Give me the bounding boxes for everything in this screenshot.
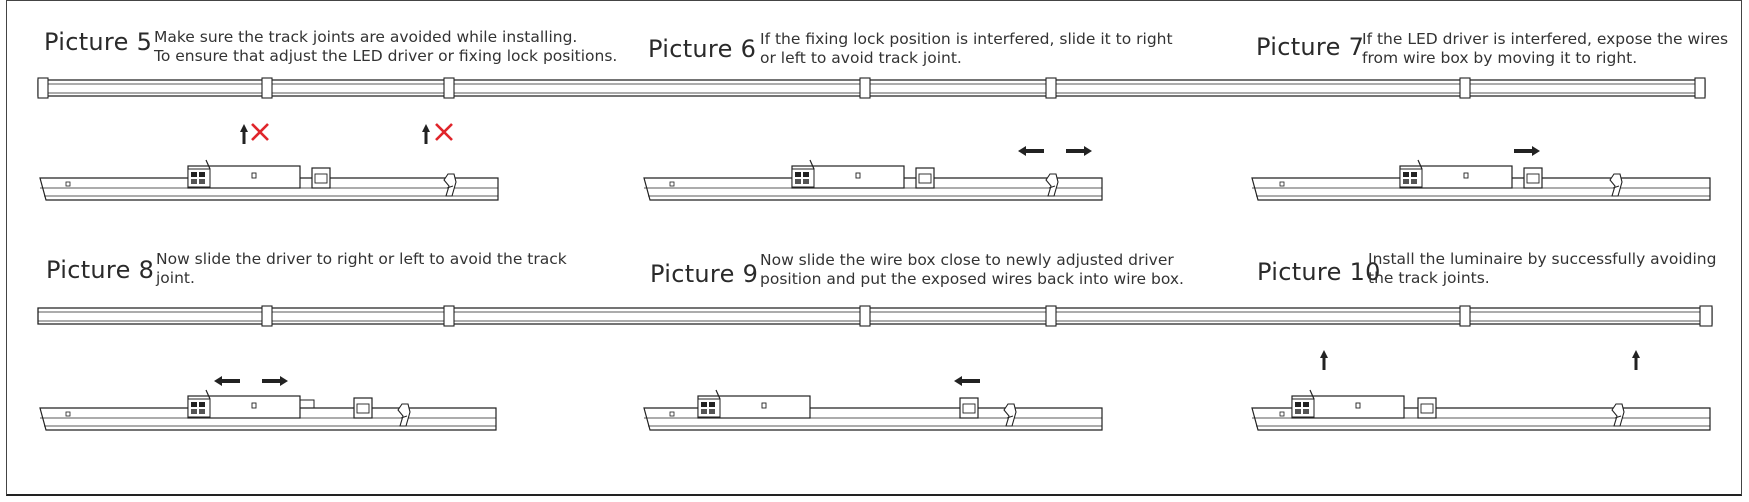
picture-7-desc-line2: from wire box by moving it to right. xyxy=(1362,49,1638,67)
track-row-2 xyxy=(37,305,1713,327)
picture-5-desc-line2: To ensure that adjust the LED driver or … xyxy=(154,47,618,65)
picture-7-luminaire xyxy=(1251,159,1711,201)
up-arrow-icon xyxy=(422,124,430,144)
track-row-1 xyxy=(37,77,1706,99)
cross-icon xyxy=(250,122,270,142)
picture-10-luminaire xyxy=(1251,389,1711,431)
picture-7-label: Picture 7 xyxy=(1256,33,1365,61)
diagram-frame xyxy=(6,0,1742,496)
picture-5-label: Picture 5 xyxy=(44,28,153,56)
picture-7-desc-line1: If the LED driver is interfered, expose … xyxy=(1362,30,1729,48)
picture-5-desc-line1: Make sure the track joints are avoided w… xyxy=(154,28,578,46)
right-arrow-icon xyxy=(1514,146,1540,156)
right-arrow-icon xyxy=(262,376,288,386)
picture-8-label: Picture 8 xyxy=(46,256,155,284)
picture-8-desc-line1: Now slide the driver to right or left to… xyxy=(156,250,567,268)
picture-10-desc-line2: the track joints. xyxy=(1368,269,1490,287)
picture-9-luminaire xyxy=(643,389,1103,431)
picture-9-desc-line1: Now slide the wire box close to newly ad… xyxy=(760,251,1174,269)
picture-8-desc-line2: joint. xyxy=(156,269,195,287)
cross-icon xyxy=(434,122,454,142)
left-arrow-icon xyxy=(954,376,980,386)
left-arrow-icon xyxy=(214,376,240,386)
left-arrow-icon xyxy=(1018,146,1044,156)
picture-5-luminaire xyxy=(39,159,499,201)
up-arrow-icon xyxy=(1632,350,1640,370)
picture-6-label: Picture 6 xyxy=(648,35,757,63)
top-border xyxy=(6,0,1742,1)
picture-9-label: Picture 9 xyxy=(650,260,759,288)
right-arrow-icon xyxy=(1066,146,1092,156)
up-arrow-icon xyxy=(240,124,248,144)
picture-8-luminaire xyxy=(39,389,497,431)
picture-10-desc-line1: Install the luminaire by successfully av… xyxy=(1368,250,1717,268)
picture-6-desc-line1: If the fixing lock position is interfere… xyxy=(760,30,1173,48)
picture-6-luminaire xyxy=(643,159,1103,201)
picture-9-desc-line2: position and put the exposed wires back … xyxy=(760,270,1184,288)
up-arrow-icon xyxy=(1320,350,1328,370)
picture-6-desc-line2: or left to avoid track joint. xyxy=(760,49,962,67)
picture-10-label: Picture 10 xyxy=(1257,258,1381,286)
